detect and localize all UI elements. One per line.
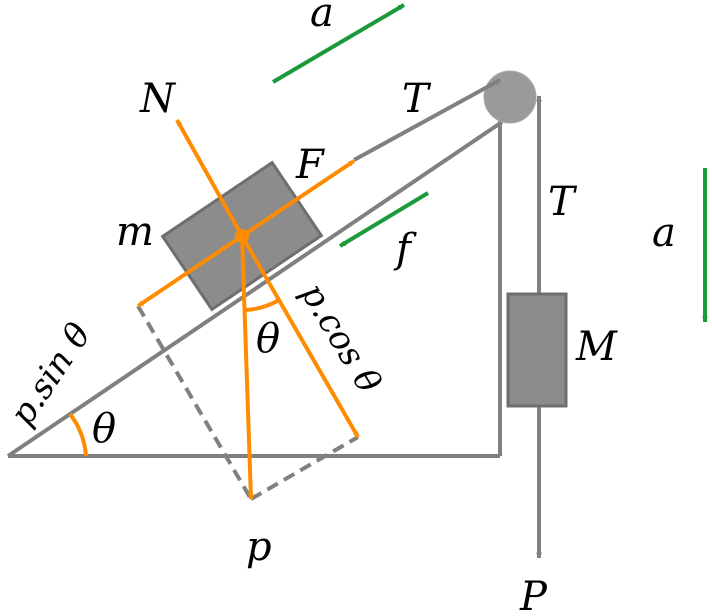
friction-label: f — [393, 226, 417, 272]
decomposition-lines — [136, 304, 360, 501]
weight-parallel-label: p.sin θ — [2, 316, 99, 433]
applied-force-arrow — [240, 159, 356, 238]
acceleration-arrows — [271, 3, 708, 323]
weight-angle-arc — [245, 298, 281, 312]
accel-hanging-label: a — [652, 210, 676, 256]
accel-incline-arrow — [271, 3, 406, 84]
normal-force-label: N — [139, 76, 177, 122]
angle-weight-label: θ — [256, 316, 280, 362]
mass-hanging-label: M — [575, 324, 618, 370]
weight-perpendicular-arrow — [240, 235, 360, 438]
weight-perpendicular-label: p.cos θ — [292, 276, 389, 400]
accel-incline-label: a — [310, 0, 334, 36]
tension-incline-label: T — [402, 76, 432, 122]
block-center-dot — [235, 229, 249, 243]
incline-angle-arc — [68, 412, 88, 457]
weight-incline-label: p — [246, 524, 272, 570]
mass-incline-label: m — [116, 209, 154, 255]
hanging-block — [506, 292, 568, 408]
applied-force-label: F — [295, 142, 325, 188]
dashed-parallel — [136, 304, 253, 501]
incline-hypotenuse — [6, 120, 504, 458]
angle-incline-label: θ — [92, 406, 116, 452]
tension-hanging-label: T — [548, 179, 578, 225]
weight-hanging-label: P — [519, 574, 548, 616]
normal-force-arrow — [175, 119, 244, 237]
weight-parallel-arrow — [136, 234, 244, 308]
friction-arrow — [338, 191, 430, 248]
tension-incline-arrow — [353, 78, 501, 162]
pulley — [483, 70, 537, 124]
incline-triangle — [6, 120, 504, 458]
weight-incline-arrow — [240, 235, 254, 500]
dashed-perpendicular — [249, 435, 360, 501]
force-arrows — [136, 119, 360, 500]
